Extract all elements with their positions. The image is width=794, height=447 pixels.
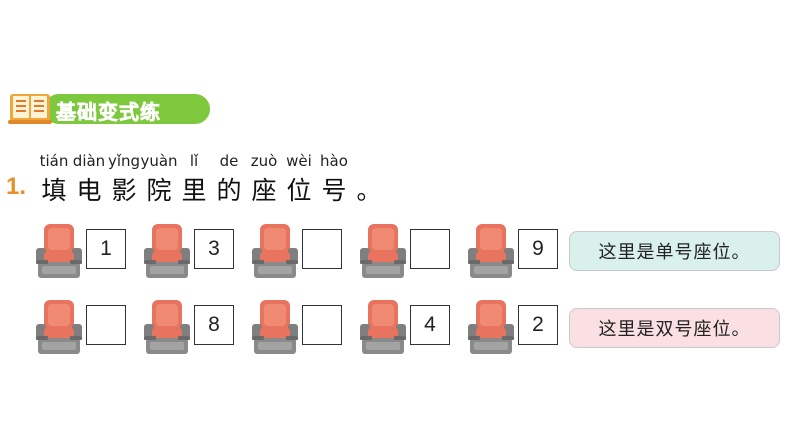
seat-number-box: 8: [194, 305, 234, 345]
seat-icon: [34, 222, 84, 282]
even-seat-note: 这里是双号座位。: [569, 308, 780, 348]
hanzi-1: 电: [76, 176, 102, 205]
seat-number-box: 9: [518, 229, 558, 269]
seat-number-box[interactable]: [86, 305, 126, 345]
hanzi-8: 号: [321, 176, 347, 205]
hanzi-3: 院: [146, 176, 172, 205]
pinyin-0: tián: [39, 152, 69, 170]
pinyin-4: lǐ: [189, 152, 199, 170]
pinyin-3: yuàn: [140, 152, 178, 170]
seat-icon: [358, 222, 408, 282]
seat-number-box[interactable]: [302, 229, 342, 269]
seat-icon: [250, 298, 300, 358]
hanzi-2: 影: [111, 176, 137, 205]
pinyin-2: yǐng: [107, 152, 141, 170]
seat-icon: [466, 298, 516, 358]
seat-number-box[interactable]: [302, 305, 342, 345]
pinyin-7: wèi: [286, 152, 312, 170]
seat-icon: [142, 222, 192, 282]
seat-icon: [466, 222, 516, 282]
pinyin-8: hào: [320, 152, 348, 170]
section-pill: [44, 94, 210, 124]
hanzi-0: 填: [41, 176, 67, 205]
seat-number-box: 2: [518, 305, 558, 345]
odd-seat-note: 这里是单号座位。: [569, 231, 780, 271]
seat-icon: [358, 298, 408, 358]
seat-number-box: 4: [410, 305, 450, 345]
pinyin-6: zuò: [250, 152, 278, 170]
hanzi-4: 里: [181, 176, 207, 205]
question-number: 1.: [6, 173, 27, 200]
pinyin-5: de: [219, 152, 239, 170]
pinyin-1: diàn: [72, 152, 106, 170]
seat-number-box[interactable]: [410, 229, 450, 269]
seat-icon: [34, 298, 84, 358]
hanzi-6: 座: [251, 176, 277, 205]
seat-number-box: 1: [86, 229, 126, 269]
seat-icon: [250, 222, 300, 282]
seat-number-box: 3: [194, 229, 234, 269]
seat-icon: [142, 298, 192, 358]
book-icon: [8, 94, 52, 124]
hanzi-7: 位: [286, 176, 312, 205]
hanzi-5: 的: [216, 176, 242, 205]
section-title: 基础变式练: [56, 100, 161, 125]
hanzi-9: 。: [356, 176, 382, 205]
